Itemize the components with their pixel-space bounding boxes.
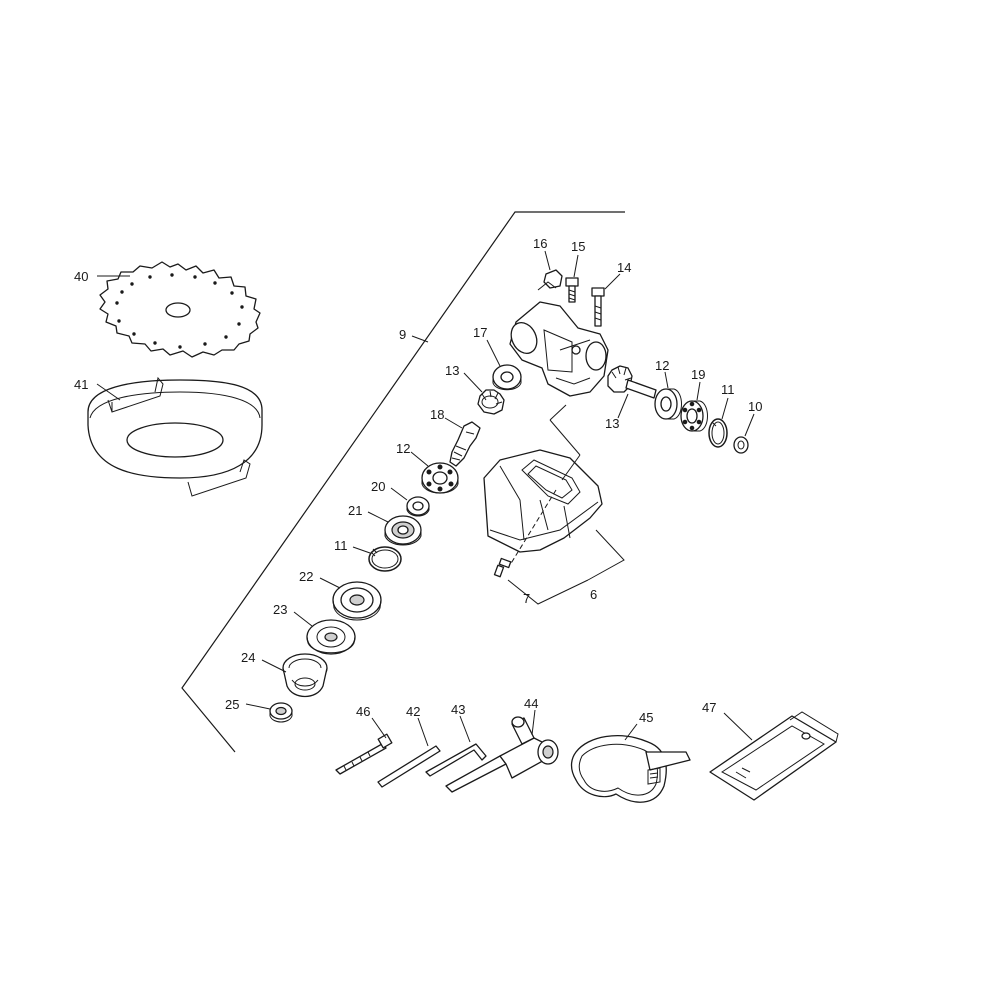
callout-23: 23: [273, 602, 287, 617]
callout-9: 9: [399, 327, 406, 342]
callout-7: 7: [523, 591, 530, 606]
callout-14: 14: [617, 260, 631, 275]
part-14-bolt: [591, 287, 605, 327]
callout-10: 10: [748, 399, 762, 414]
callout-42: 42: [406, 704, 420, 719]
part-12-ball-bearing-right: [654, 388, 682, 420]
part-18-pinion-shaft: [449, 421, 481, 467]
part-41-blade-cover: [87, 376, 263, 497]
callout-11-left: 11: [334, 538, 348, 553]
part-44-box-wrench: [445, 716, 559, 793]
part-22-receiver-plate: [332, 581, 382, 621]
part-19-ball-bearing: [680, 400, 708, 432]
callout-25: 25: [225, 697, 239, 712]
callout-22: 22: [299, 569, 313, 584]
callout-15: 15: [571, 239, 585, 254]
assembly-frame: [181, 211, 625, 753]
part-40-saw-blade: [99, 261, 261, 358]
callout-40: 40: [74, 269, 88, 284]
part-46-cable-tie: [335, 733, 393, 775]
part-17-bearing: [492, 364, 522, 391]
callout-43: 43: [451, 702, 465, 717]
callout-47: 47: [702, 700, 716, 715]
part-23-blade-holder: [306, 619, 356, 655]
part-16-plug: [537, 269, 563, 291]
callout-24: 24: [241, 650, 255, 665]
part-45-goggles: [570, 735, 691, 803]
part-10-plug: [733, 436, 749, 454]
part-24-cover-cup: [282, 653, 328, 698]
part-13-bevel-gear-left: [477, 389, 505, 415]
part-21-seal: [384, 515, 422, 546]
callout-46: 46: [356, 704, 370, 719]
callout-6: 6: [590, 587, 597, 602]
part-11-circlip-left: [368, 546, 402, 572]
callout-12-left: 12: [396, 441, 410, 456]
callout-16: 16: [533, 236, 547, 251]
callout-19: 19: [691, 367, 705, 382]
part-15-screw: [565, 277, 579, 303]
callout-12-right: 12: [655, 358, 669, 373]
part-12-ball-bearing-left: [421, 462, 459, 494]
callout-20: 20: [371, 479, 385, 494]
callout-18: 18: [430, 407, 444, 422]
callout-21: 21: [348, 503, 362, 518]
part-42-rod: [377, 745, 441, 788]
part-7-screw: [493, 557, 512, 578]
part-11-circlip-right: [708, 418, 728, 448]
callout-17: 17: [473, 325, 487, 340]
callout-41: 41: [74, 377, 88, 392]
callout-11-right: 11: [721, 382, 735, 397]
callout-45: 45: [639, 710, 653, 725]
gear-case-housing: [509, 301, 609, 397]
part-25-nut: [269, 702, 293, 723]
part-43-hex-key: [425, 743, 487, 777]
part-6-guard: [483, 449, 603, 553]
callout-13-right: 13: [605, 416, 619, 431]
callout-13-left: 13: [445, 363, 459, 378]
part-47-manual-pouch: [709, 711, 839, 801]
callout-44: 44: [524, 696, 538, 711]
part-20-washer: [406, 496, 430, 517]
part-13-bevel-gear-right: [607, 365, 657, 399]
